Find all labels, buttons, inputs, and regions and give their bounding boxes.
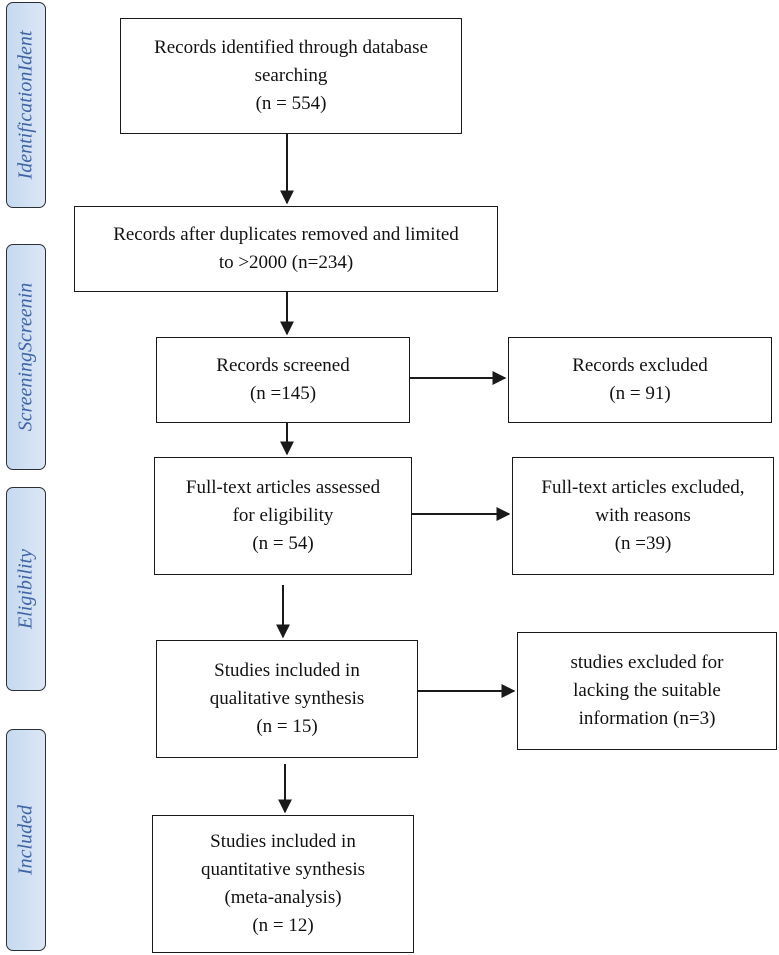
box-full-text-excluded-line-2: with reasons — [595, 505, 691, 526]
box-quantitative-synthesis-line-4: (n = 12) — [252, 915, 314, 936]
box-full-text-excluded: Full-text articles excluded, with reason… — [512, 457, 774, 575]
stage-screening: ScreeningScreenin — [6, 244, 46, 470]
box-records-excluded-line-1: Records excluded — [572, 355, 708, 376]
box-full-text-excluded-line-3: (n =39) — [614, 533, 672, 554]
box-qualitative-synthesis-line-2: qualitative synthesis — [209, 688, 365, 709]
box-lacking-info-excluded-line-2: lacking the suitable — [573, 680, 721, 701]
box-qualitative-synthesis: Studies included in qualitative synthesi… — [156, 640, 418, 758]
stage-included-label: Included — [14, 805, 37, 875]
box-records-screened-line-2: (n =145) — [249, 383, 317, 404]
box-quantitative-synthesis: Studies included in quantitative synthes… — [152, 815, 414, 953]
box-lacking-info-excluded-line-1: studies excluded for — [570, 652, 724, 673]
box-records-identified-line-2: searching — [254, 65, 328, 86]
box-full-text-assessed-line-3: (n = 54) — [252, 533, 314, 554]
box-records-identified-line-1: Records identified through database — [154, 37, 428, 58]
box-full-text-assessed: Full-text articles assessed for eligibil… — [154, 457, 412, 575]
stage-included: Included — [6, 729, 46, 951]
box-records-after-duplicates-line-1: Records after duplicates removed and lim… — [113, 224, 459, 245]
box-quantitative-synthesis-line-1: Studies included in — [210, 831, 356, 852]
stage-screening-label: ScreeningScreenin — [14, 282, 37, 432]
box-qualitative-synthesis-line-3: (n = 15) — [256, 716, 318, 737]
box-lacking-info-excluded-line-3: information (n=3) — [578, 708, 716, 729]
box-full-text-assessed-line-1: Full-text articles assessed — [185, 477, 381, 498]
box-records-screened: Records screened (n =145) — [156, 337, 410, 423]
stage-identification: IdentificationIdent — [6, 2, 46, 208]
box-quantitative-synthesis-line-3: (meta-analysis) — [224, 887, 342, 908]
box-lacking-info-excluded: studies excluded for lacking the suitabl… — [517, 632, 777, 750]
box-records-screened-line-1: Records screened — [216, 355, 350, 376]
box-records-excluded: Records excluded (n = 91) — [508, 337, 772, 423]
box-quantitative-synthesis-line-2: quantitative synthesis — [200, 859, 366, 880]
box-qualitative-synthesis-line-1: Studies included in — [214, 660, 360, 681]
box-full-text-excluded-line-1: Full-text articles excluded, — [541, 477, 745, 498]
box-records-excluded-line-2: (n = 91) — [609, 383, 671, 404]
box-records-after-duplicates-line-2: to >2000 (n=234) — [218, 252, 354, 273]
stage-eligibility: Eligibility — [6, 487, 46, 691]
box-records-identified-line-3: (n = 554) — [255, 93, 327, 114]
stage-eligibility-label: Eligibility — [14, 549, 37, 629]
stage-identification-label: IdentificationIdent — [14, 30, 37, 180]
box-full-text-assessed-line-2: for eligibility — [232, 505, 334, 526]
box-records-identified: Records identified through database sear… — [120, 18, 462, 134]
box-records-after-duplicates: Records after duplicates removed and lim… — [74, 206, 498, 292]
